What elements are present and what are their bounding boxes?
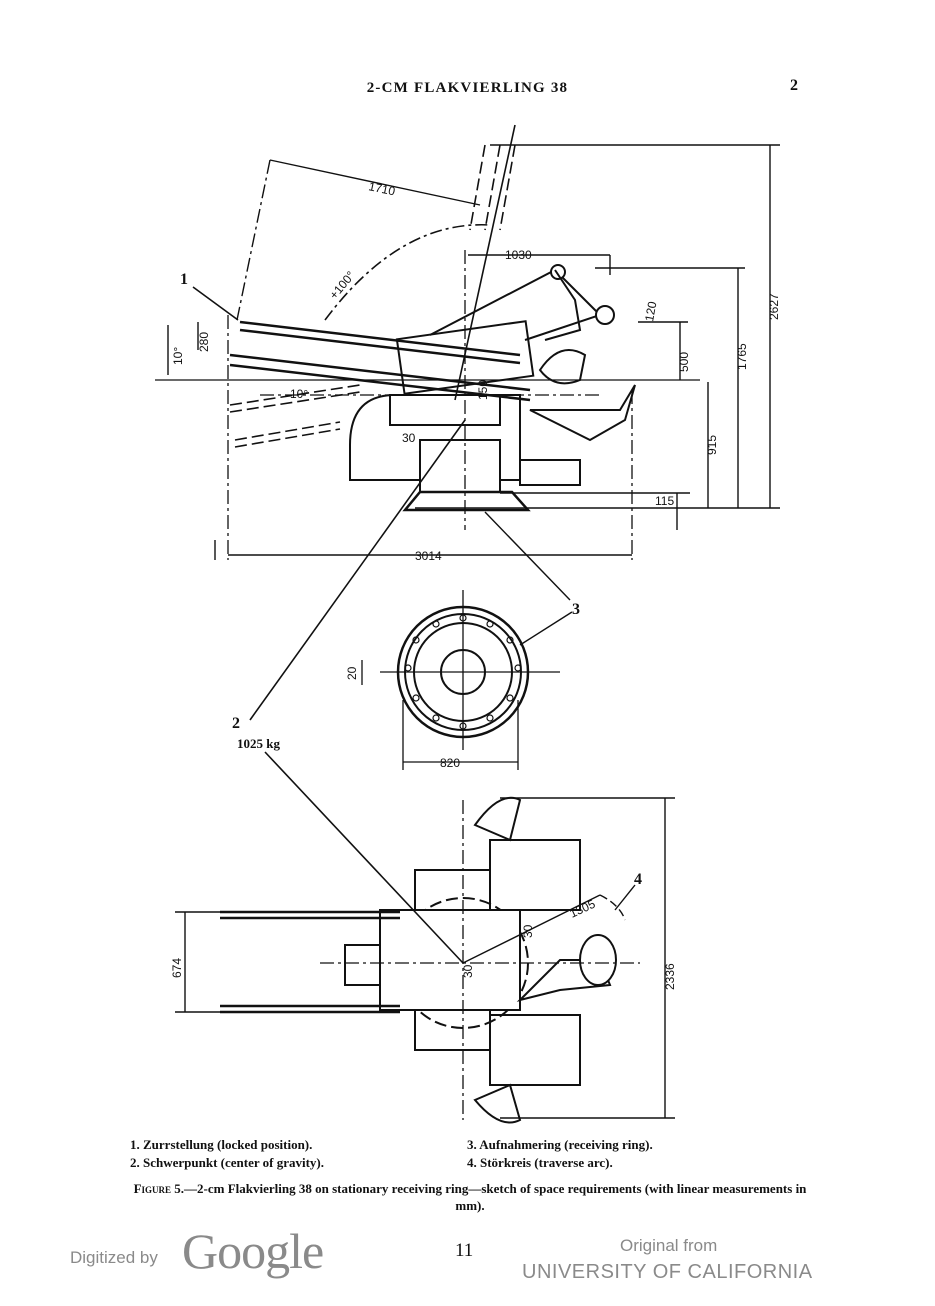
- dim-820: 820: [440, 756, 460, 770]
- legend-item-2: 2. Schwerpunkt (center of gravity).: [130, 1155, 325, 1170]
- dim-30a: 30: [402, 431, 416, 445]
- page-number: 11: [455, 1240, 474, 1261]
- dim-500: 500: [677, 352, 691, 372]
- dim-20: 20: [345, 666, 359, 680]
- legend-item-3: 3. Aufnahmering (receiving ring).: [467, 1137, 653, 1152]
- dim-30c: 30: [461, 964, 475, 978]
- dim-angle-10a: 10°: [171, 347, 185, 365]
- dim-angle-10b: 10°: [290, 387, 308, 401]
- dim-3014: 3014: [415, 549, 442, 563]
- dim-150: 150: [476, 380, 490, 400]
- dim-1765: 1765: [735, 343, 749, 370]
- chapter-number: 2: [790, 77, 798, 94]
- callout-4: 4: [634, 871, 642, 888]
- dim-2336: 2336: [663, 963, 677, 990]
- receiving-ring-view: [361, 590, 573, 770]
- original-from-text: Original from: [620, 1236, 718, 1255]
- dim-115: 115: [655, 494, 674, 508]
- callout-1: 1: [180, 271, 188, 288]
- dim-280: 280: [197, 332, 211, 352]
- caption-label: Figure 5.: [133, 1181, 185, 1196]
- dim-674: 674: [170, 958, 184, 978]
- digitized-by-text: Digitized by: [70, 1248, 158, 1267]
- google-wordmark: Google: [182, 1223, 324, 1279]
- callout-weight: 1025 kg: [237, 736, 280, 751]
- dim-angle-up: +100°: [327, 268, 358, 302]
- legend-item-4: 4. Störkreis (traverse arc).: [467, 1155, 613, 1170]
- plan-view: [175, 419, 675, 1124]
- caption-text: —2-cm Flakvierling 38 on stationary rece…: [184, 1181, 807, 1213]
- figure-caption: Figure 5.—2-cm Flakvierling 38 on statio…: [120, 1180, 820, 1214]
- legend-item-1: 1. Zurrstellung (locked position).: [130, 1137, 313, 1152]
- side-view: [155, 124, 780, 601]
- running-head: 2-CM FLAKVIERLING 38: [366, 80, 569, 96]
- callout-3: 3: [572, 601, 580, 618]
- dim-1030: 1030: [505, 248, 532, 262]
- university-text: UNIVERSITY OF CALIFORNIA: [522, 1261, 813, 1283]
- dim-30b: 30: [521, 924, 535, 938]
- dim-120: 120: [642, 300, 659, 322]
- dim-2627: 2627: [767, 293, 781, 320]
- dim-1710: 1710: [367, 179, 396, 198]
- callout-2: 2: [232, 715, 240, 732]
- dim-915: 915: [705, 435, 719, 455]
